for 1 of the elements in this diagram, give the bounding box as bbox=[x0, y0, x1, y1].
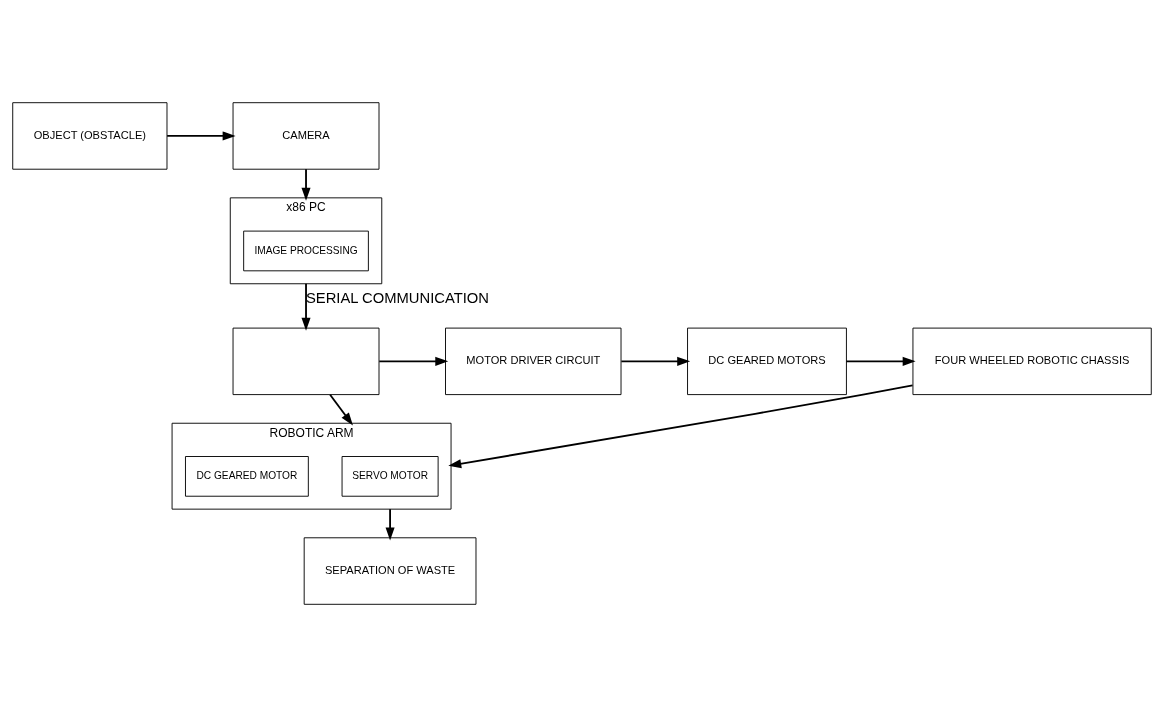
edge-label: SERIAL COMMUNICATION bbox=[306, 289, 489, 306]
